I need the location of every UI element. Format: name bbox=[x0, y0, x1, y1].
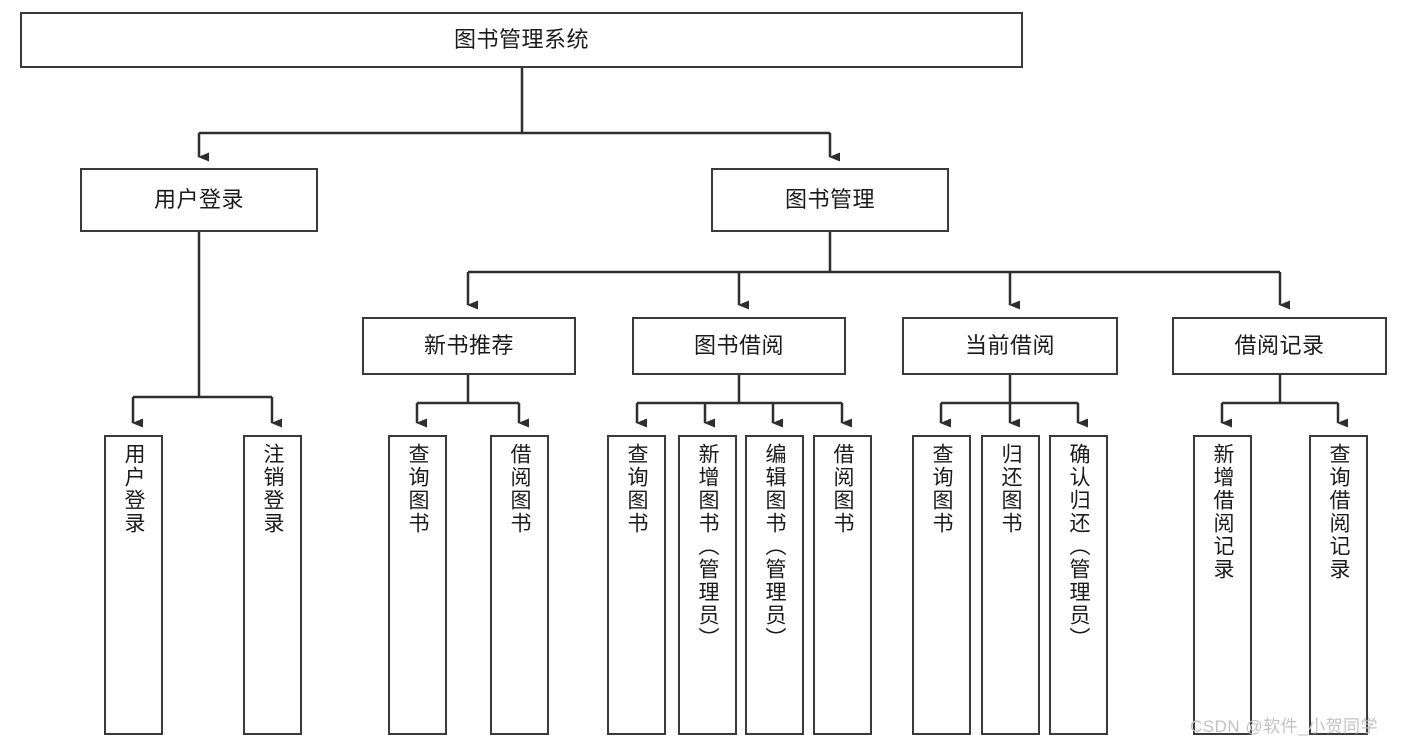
node-label: 借阅记录 bbox=[1234, 333, 1325, 359]
node-label: 查询图书 bbox=[930, 443, 953, 535]
node-label: 借阅图书 bbox=[831, 443, 854, 535]
node-label: 新增图书（管理员） bbox=[696, 443, 719, 650]
node-user-login[interactable]: 用户登录 bbox=[80, 168, 318, 232]
leaf-book-borrow-add-book-admin[interactable]: 新增图书（管理员） bbox=[678, 435, 737, 735]
node-label: 归还图书 bbox=[999, 443, 1022, 535]
node-label: 用户登录 bbox=[153, 187, 244, 213]
node-book-management[interactable]: 图书管理 bbox=[711, 168, 949, 232]
node-label: 查询图书 bbox=[625, 443, 648, 535]
node-label: 图书管理系统 bbox=[453, 27, 589, 53]
leaf-book-borrow-edit-book-admin[interactable]: 编辑图书（管理员） bbox=[745, 435, 804, 735]
csdn-watermark: CSDN @软件_小贺同学 bbox=[1190, 717, 1379, 736]
leaf-book-borrow-borrow-book[interactable]: 借阅图书 bbox=[813, 435, 872, 735]
node-label: 图书借阅 bbox=[693, 333, 784, 359]
node-label: 图书管理 bbox=[784, 187, 875, 213]
leaf-user-login-login[interactable]: 用户登录 bbox=[104, 435, 163, 735]
node-current-borrow[interactable]: 当前借阅 bbox=[902, 317, 1118, 375]
leaf-user-login-logout[interactable]: 注销登录 bbox=[243, 435, 302, 735]
node-label: 借阅图书 bbox=[508, 443, 531, 535]
leaf-borrow-record-add-record[interactable]: 新增借阅记录 bbox=[1193, 435, 1252, 735]
node-book-borrow[interactable]: 图书借阅 bbox=[632, 317, 846, 375]
leaf-borrow-record-query-record[interactable]: 查询借阅记录 bbox=[1309, 435, 1368, 735]
node-label: 用户登录 bbox=[122, 443, 145, 535]
leaf-book-borrow-query-book[interactable]: 查询图书 bbox=[607, 435, 666, 735]
leaf-current-borrow-confirm-return-admin[interactable]: 确认归还（管理员） bbox=[1049, 435, 1108, 735]
node-label: 注销登录 bbox=[261, 443, 284, 535]
node-borrow-record[interactable]: 借阅记录 bbox=[1172, 317, 1387, 375]
leaf-current-borrow-query-book[interactable]: 查询图书 bbox=[912, 435, 971, 735]
node-new-book-recommend[interactable]: 新书推荐 bbox=[362, 317, 576, 375]
leaf-current-borrow-return-book[interactable]: 归还图书 bbox=[981, 435, 1040, 735]
node-label: 确认归还（管理员） bbox=[1067, 443, 1090, 650]
node-label: 查询借阅记录 bbox=[1327, 443, 1350, 581]
node-label: 新增借阅记录 bbox=[1211, 443, 1234, 581]
leaf-new-book-query-book[interactable]: 查询图书 bbox=[388, 435, 447, 735]
node-root-book-management-system[interactable]: 图书管理系统 bbox=[20, 12, 1023, 68]
node-label: 查询图书 bbox=[406, 443, 429, 535]
node-label: 编辑图书（管理员） bbox=[763, 443, 786, 650]
node-label: 当前借阅 bbox=[964, 333, 1055, 359]
node-label: 新书推荐 bbox=[423, 333, 514, 359]
leaf-new-book-borrow-book[interactable]: 借阅图书 bbox=[490, 435, 549, 735]
